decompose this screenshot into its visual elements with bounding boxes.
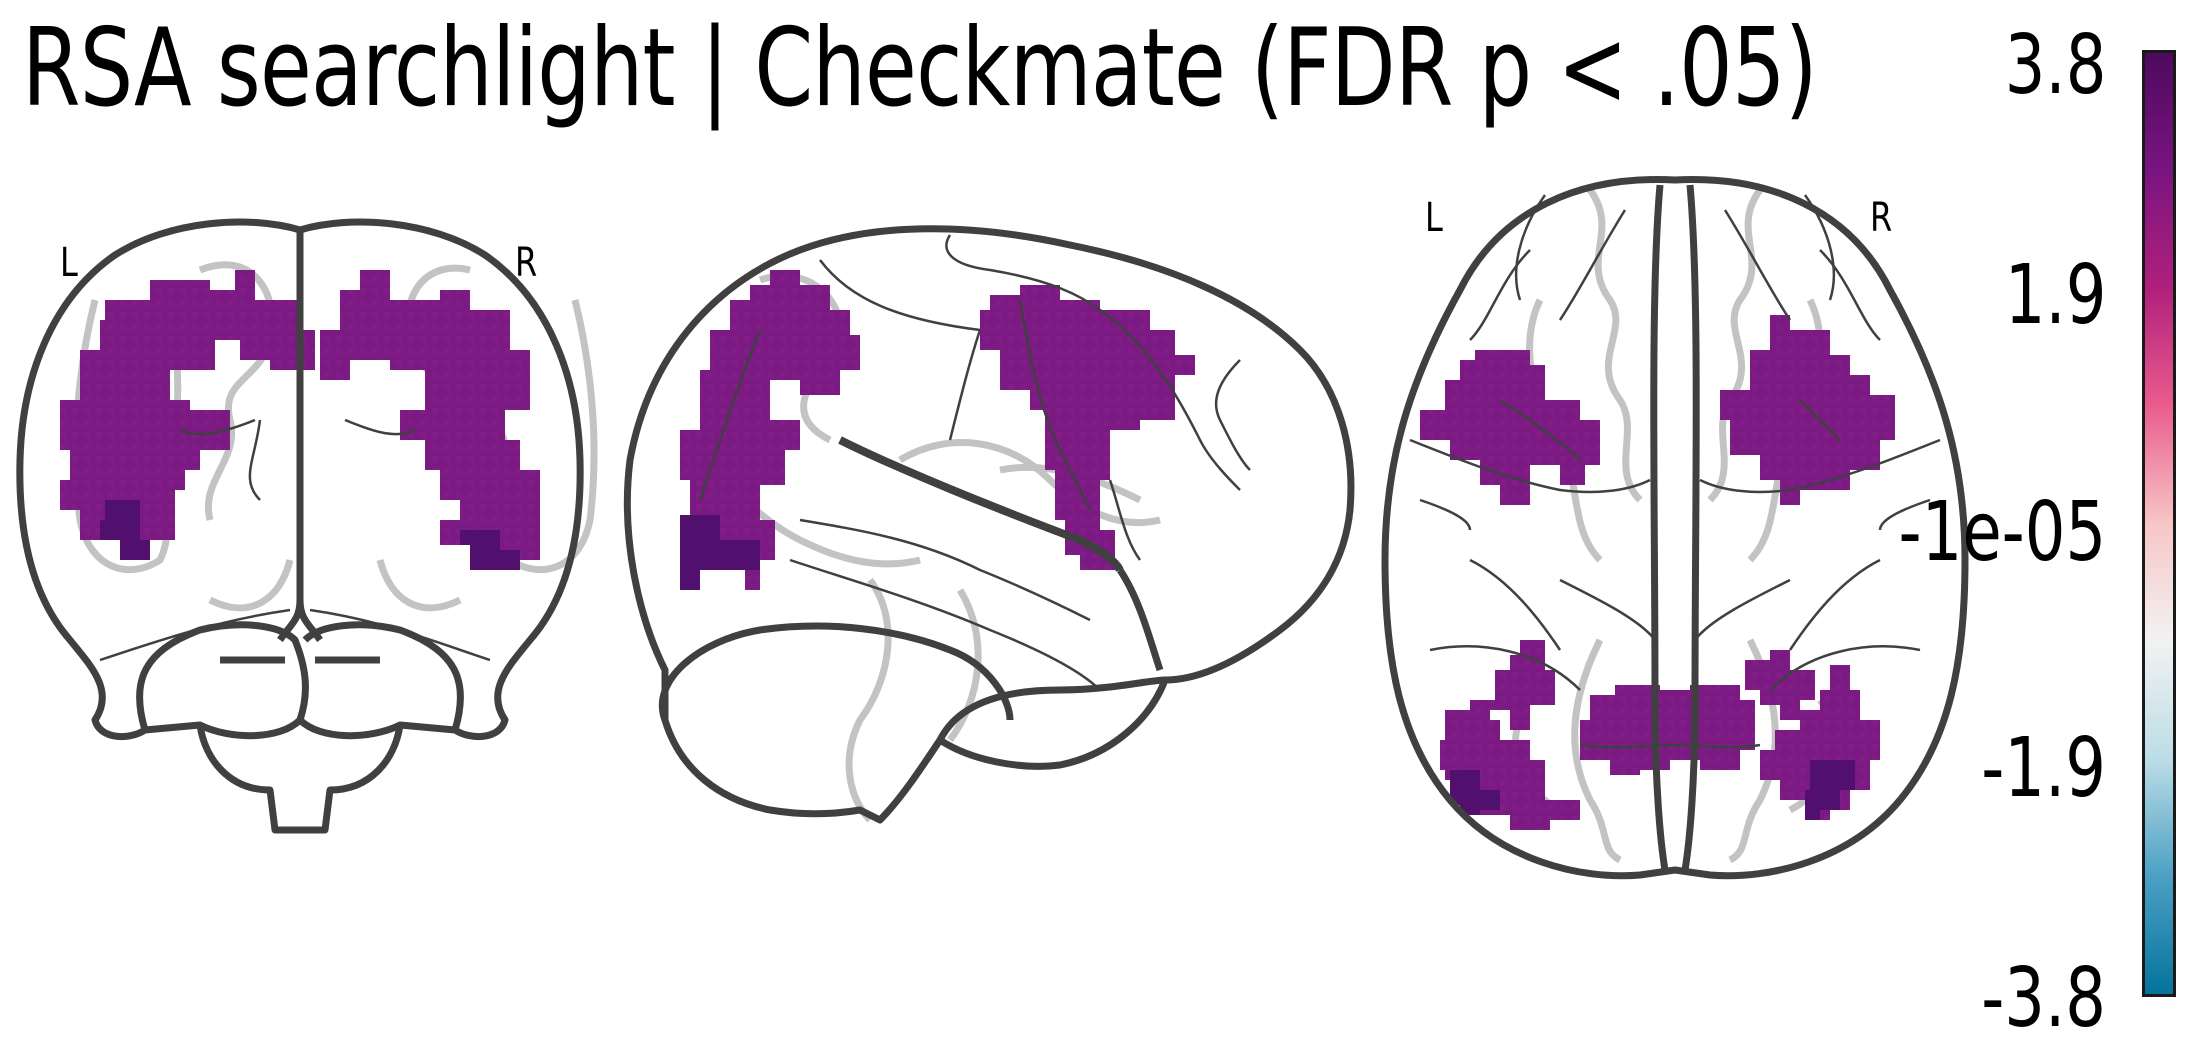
coronal-sulci — [99, 418, 491, 662]
figure-title: RSA searchlight | Checkmate (FDR p < .05… — [22, 6, 1818, 131]
axial-view — [1381, 176, 1969, 880]
coronal-view — [16, 218, 598, 834]
sagittal-sulci — [698, 234, 1251, 691]
sagittal-view — [623, 225, 1355, 824]
axial-right-label: R — [1870, 195, 1893, 241]
glass-brain-panels — [16, 176, 1969, 880]
colorbar-tick-low: -1.9 — [1981, 721, 2106, 816]
axial-sulci — [1409, 194, 1941, 749]
sagittal-activation — [680, 270, 1195, 590]
axial-outline — [1381, 176, 1969, 880]
colorbar-tick-min: -3.8 — [1981, 951, 2106, 1046]
coronal-outline — [16, 218, 584, 834]
axial-activation — [1420, 315, 1895, 830]
colorbar — [2142, 50, 2176, 997]
coronal-activation — [60, 270, 540, 570]
sagittal-outline — [623, 225, 1355, 824]
colorbar-tick-high: 1.9 — [2004, 248, 2106, 343]
axial-left-label: L — [1425, 195, 1443, 241]
coronal-left-label: L — [60, 240, 78, 286]
colorbar-tick-max: 3.8 — [2004, 18, 2106, 113]
colorbar-tick-zero: -1e-05 — [1898, 485, 2106, 580]
coronal-right-label: R — [515, 240, 538, 286]
